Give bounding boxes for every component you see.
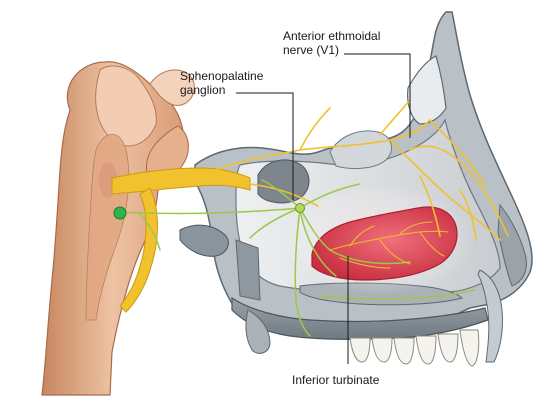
inferior-turbinate-label: Inferior turbinate <box>292 373 379 387</box>
anterior-label-line2: nerve (V1) <box>283 43 380 57</box>
brainstem <box>42 62 194 395</box>
anterior-label-line1: Anterior ethmoidal <box>283 29 380 43</box>
otic-ganglion-dot <box>114 207 126 219</box>
anterior-ethmoidal-nerve-label: Anterior ethmoidal nerve (V1) <box>283 29 380 57</box>
anterior-ethmoidal-leader <box>344 54 410 138</box>
sphenopalatine-ganglion-node <box>296 204 305 213</box>
sphenopalatine-ganglion-label: Sphenopalatine ganglion <box>180 69 263 97</box>
sphenopalatine-label-line1: Sphenopalatine <box>180 69 263 83</box>
sphenopalatine-label-line2: ganglion <box>180 83 263 97</box>
